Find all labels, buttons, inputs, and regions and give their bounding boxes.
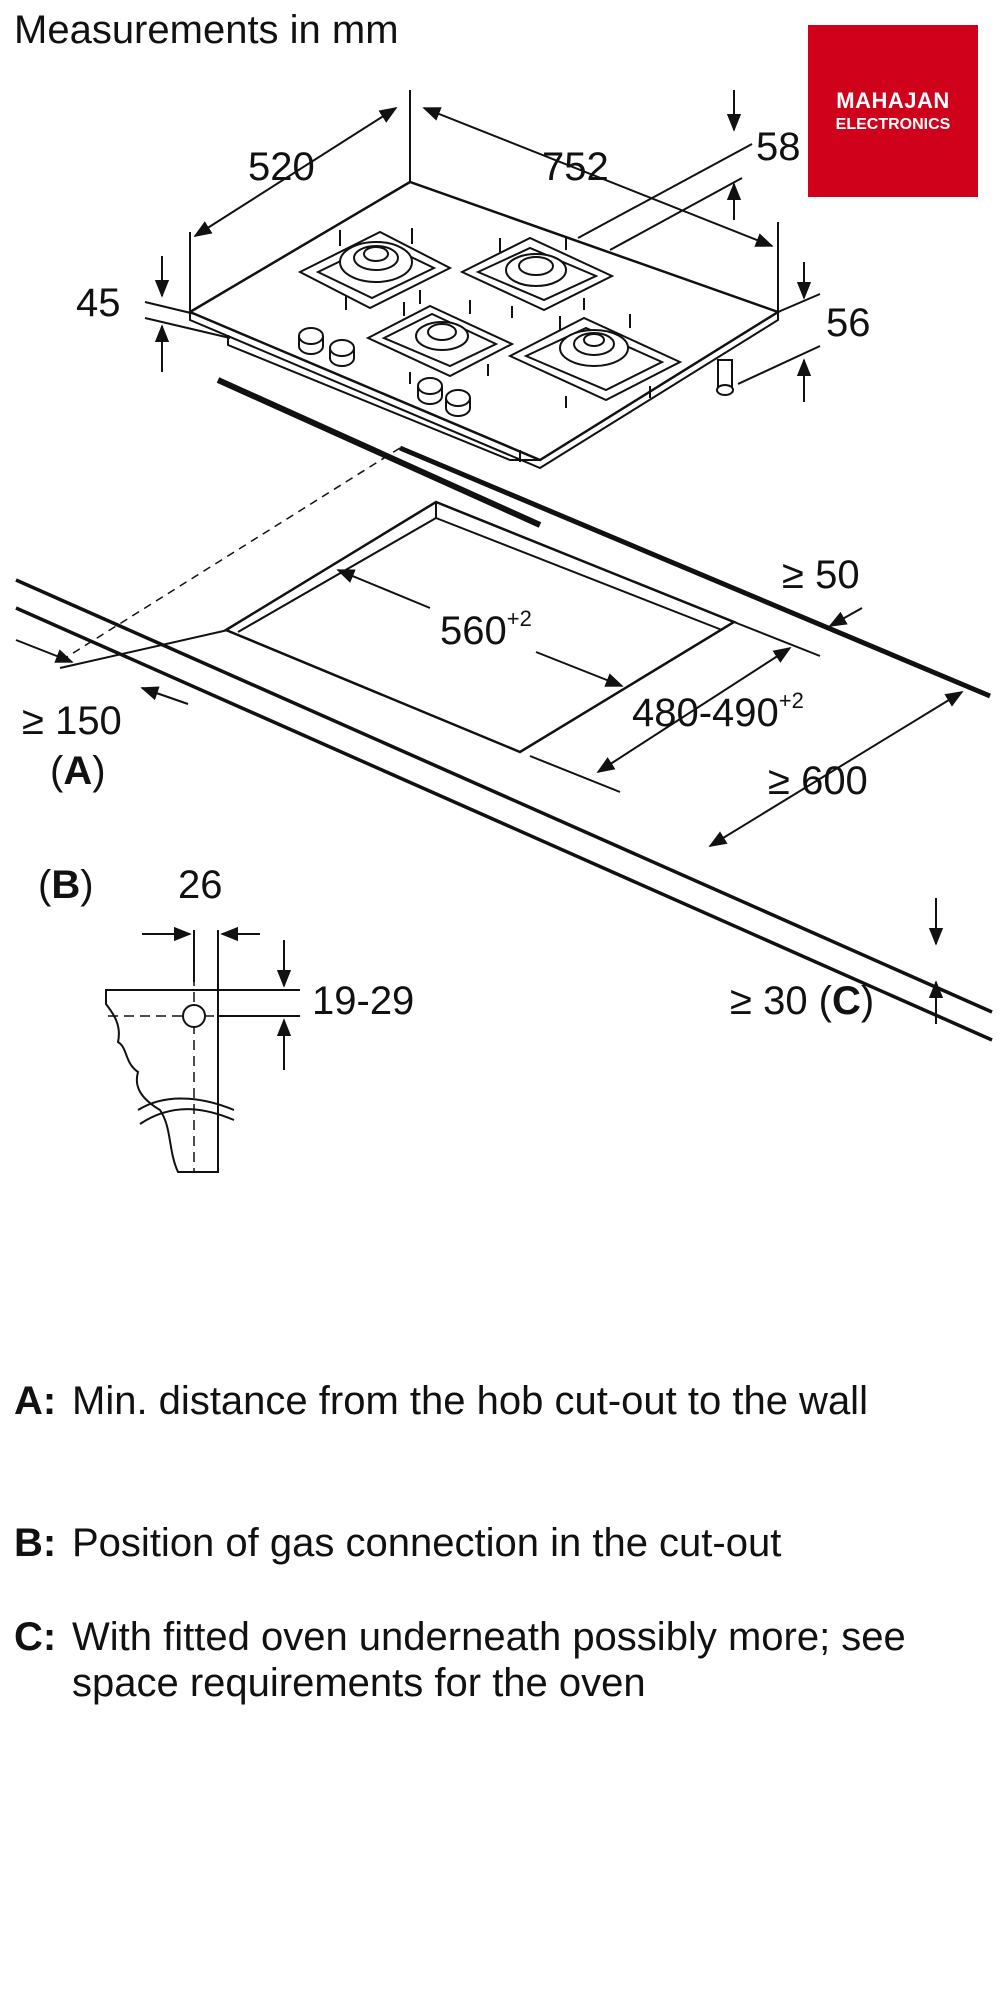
brand-logo: MAHAJAN ELECTRONICS xyxy=(808,25,978,197)
burner-front-left xyxy=(365,300,515,384)
label-wall-distance: ≥ 150 xyxy=(22,699,122,743)
legend-text: Min. distance from the hob cut-out to th… xyxy=(72,1379,868,1423)
legend-item-c: C: With fitted oven underneath possibly … xyxy=(14,1614,974,1706)
label-rear-distance: ≥ 50 xyxy=(782,553,860,597)
label-front-offset: 58 xyxy=(756,125,801,169)
dimension-width-lines xyxy=(422,107,779,312)
legend-key: B: xyxy=(14,1521,57,1565)
legend-text: With fitted oven underneath possibly mor… xyxy=(72,1615,906,1705)
label-a-marker: (A) xyxy=(50,749,106,793)
control-knob xyxy=(445,389,471,417)
dimension-height-lines xyxy=(144,256,231,372)
control-knob xyxy=(298,327,324,355)
dimension-front-offset-lines xyxy=(577,90,753,251)
dimension-worktop-depth-lines xyxy=(708,691,964,847)
legend-key: A: xyxy=(14,1379,57,1423)
label-cutout-depth: 480-490+2 xyxy=(632,688,804,735)
legend-text: Position of gas connection in the cut-ou… xyxy=(72,1521,782,1565)
legend-key: C: xyxy=(14,1615,57,1659)
label-width: 752 xyxy=(542,145,609,189)
dimension-rear-distance-lines xyxy=(828,607,863,627)
label-gas-height: 19-29 xyxy=(312,979,414,1023)
installation-diagram: 520 752 58 45 56 ≥ 50 560+2 480-490+2 ≥ … xyxy=(15,90,993,1173)
legend-item-b: B: Position of gas connection in the cut… xyxy=(14,1520,974,1566)
logo-line-1: MAHAJAN xyxy=(836,88,950,113)
dimension-side-offset-lines xyxy=(737,262,821,402)
worktop xyxy=(15,445,993,1042)
label-worktop-thickness: ≥ 30 (C) xyxy=(730,979,874,1023)
dimension-depth-lines xyxy=(189,90,411,312)
label-side-offset: 56 xyxy=(826,301,871,345)
diagram-title: Measurements in mm xyxy=(14,8,399,52)
label-cutout-width: 560+2 xyxy=(440,606,532,653)
burner-rear-left xyxy=(297,228,453,310)
gas-connection-detail xyxy=(105,926,300,1173)
control-knob xyxy=(329,339,355,367)
legend-item-a: A: Min. distance from the hob cut-out to… xyxy=(14,1378,974,1424)
label-depth: 520 xyxy=(248,145,315,189)
burner-front-right xyxy=(507,314,683,408)
label-b-marker: (B) xyxy=(38,863,94,907)
label-worktop-depth: ≥ 600 xyxy=(768,759,868,803)
label-height: 45 xyxy=(76,281,121,325)
hob-glass-plate xyxy=(187,180,781,470)
dimension-wall-distance-lines xyxy=(15,629,229,705)
hob-base-edge xyxy=(216,377,542,528)
label-gas-offset: 26 xyxy=(178,863,223,907)
hob-foot xyxy=(716,359,734,396)
burner-rear-right xyxy=(459,236,615,318)
dimension-cutout-depth-lines xyxy=(529,621,821,793)
control-knob xyxy=(417,377,443,405)
logo-line-2: ELECTRONICS xyxy=(835,116,951,133)
